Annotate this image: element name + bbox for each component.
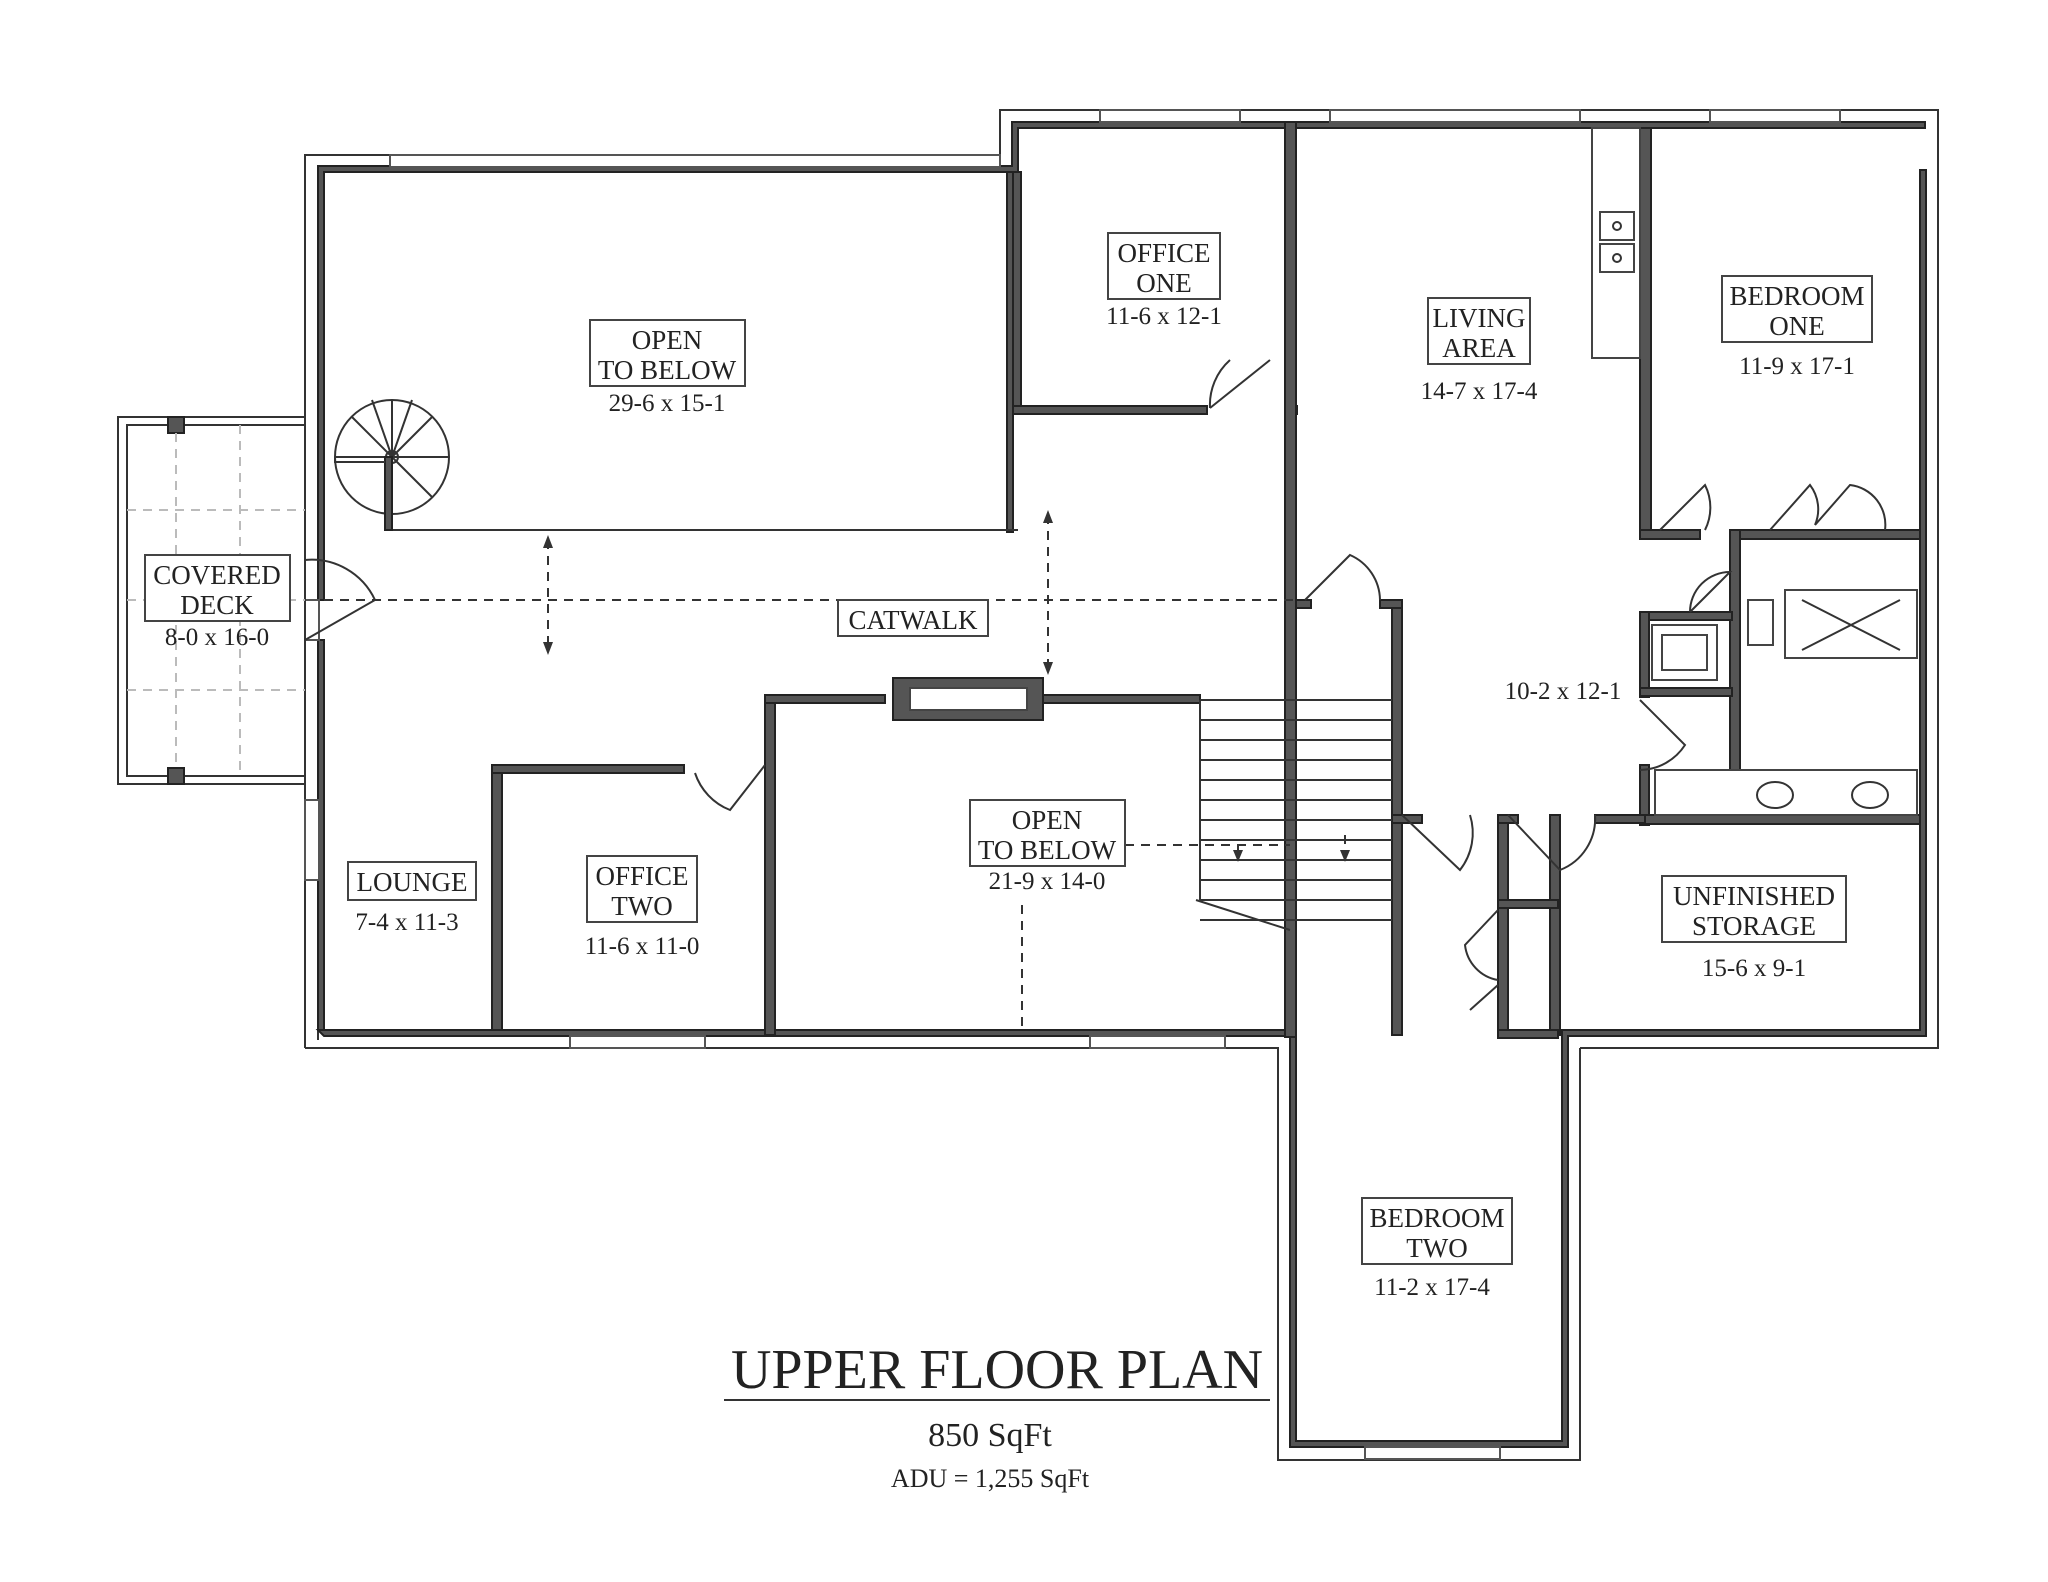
room-catwalk: CATWALK xyxy=(837,599,989,637)
plan-title: UPPER FLOOR PLAN xyxy=(731,1339,1263,1401)
room-name-line-1: BEDROOM xyxy=(1729,281,1864,311)
fireplace xyxy=(892,677,1044,721)
exterior-walls xyxy=(304,109,1939,1461)
room-dimensions: 21-9 x 14-0 xyxy=(989,868,1106,895)
title-block: UPPER FLOOR PLAN 850 SqFt ADU = 1,255 Sq… xyxy=(724,1339,1270,1493)
room-name-line-2: STORAGE xyxy=(1692,911,1816,941)
main-stair xyxy=(1195,699,1392,931)
room-name-line-2: TWO xyxy=(1406,1233,1467,1263)
room-dimensions: 29-6 x 15-1 xyxy=(609,390,726,417)
room-dimensions: 15-6 x 9-1 xyxy=(1702,955,1806,982)
dashed-guides xyxy=(324,510,1350,1030)
room-office-one: OFFICE ONE 11-6 x 12-1 xyxy=(1106,232,1222,330)
room-office-two: OFFICE TWO 11-6 x 11-0 xyxy=(585,855,700,960)
room-open-to-below-1: OPEN TO BELOW 29-6 x 15-1 xyxy=(589,319,746,417)
room-name-line-2: TWO xyxy=(611,891,672,921)
windows xyxy=(304,109,1841,1460)
interior-walls xyxy=(392,121,1921,1039)
room-name-line-2: TO BELOW xyxy=(978,835,1117,865)
room-bedroom-one: BEDROOM ONE 11-9 x 17-1 xyxy=(1721,275,1873,380)
room-name-line-1: COVERED xyxy=(153,560,281,590)
doors xyxy=(304,359,1887,1011)
room-dimensions: 11-9 x 17-1 xyxy=(1739,353,1855,380)
room-dimensions: 11-6 x 11-0 xyxy=(585,933,700,960)
plan-sqft: 850 SqFt xyxy=(928,1417,1052,1454)
room-name-line-2: TO BELOW xyxy=(598,355,737,385)
room-dimensions: 7-4 x 11-3 xyxy=(355,909,458,936)
room-covered-deck: COVERED DECK 8-0 x 16-0 xyxy=(144,554,291,651)
room-dimensions: 10-2 x 12-1 xyxy=(1505,678,1622,705)
room-name-line-1: BEDROOM xyxy=(1369,1203,1504,1233)
room-name-line-2: ONE xyxy=(1769,311,1825,341)
room-living-area: LIVING AREA 14-7 x 17-4 xyxy=(1421,297,1538,405)
room-name-line-2: AREA xyxy=(1442,333,1516,363)
room-kitchen-area: 10-2 x 12-1 xyxy=(1505,678,1622,705)
room-name-line-1: OFFICE xyxy=(595,861,688,891)
room-name-line-1: UNFINISHED xyxy=(1673,881,1835,911)
fixtures xyxy=(1591,127,1918,816)
room-open-to-below-2: OPEN TO BELOW 21-9 x 14-0 xyxy=(969,799,1126,895)
spiral-stair xyxy=(334,399,450,531)
room-name-line-2: DECK xyxy=(180,590,254,620)
room-dimensions: 11-2 x 17-4 xyxy=(1374,1274,1490,1301)
room-bedroom-two: BEDROOM TWO 11-2 x 17-4 xyxy=(1361,1197,1513,1301)
plan-adu: ADU = 1,255 SqFt xyxy=(891,1464,1090,1493)
room-dimensions: 11-6 x 12-1 xyxy=(1106,303,1222,330)
room-name-line-1: OPEN xyxy=(1012,805,1083,835)
room-name-line-2: ONE xyxy=(1136,268,1192,298)
room-name-line-1: OFFICE xyxy=(1117,238,1210,268)
room-unfinished-storage: UNFINISHED STORAGE 15-6 x 9-1 xyxy=(1661,875,1847,982)
room-name-line-1: LIVING xyxy=(1433,303,1526,333)
room-name-line-1: OPEN xyxy=(632,325,703,355)
room-name-line-1: LOUNGE xyxy=(357,867,468,897)
room-dimensions: 8-0 x 16-0 xyxy=(165,624,269,651)
room-lounge: LOUNGE 7-4 x 11-3 xyxy=(347,861,477,936)
room-dimensions: 14-7 x 17-4 xyxy=(1421,378,1538,405)
room-name-line-1: CATWALK xyxy=(849,605,978,635)
